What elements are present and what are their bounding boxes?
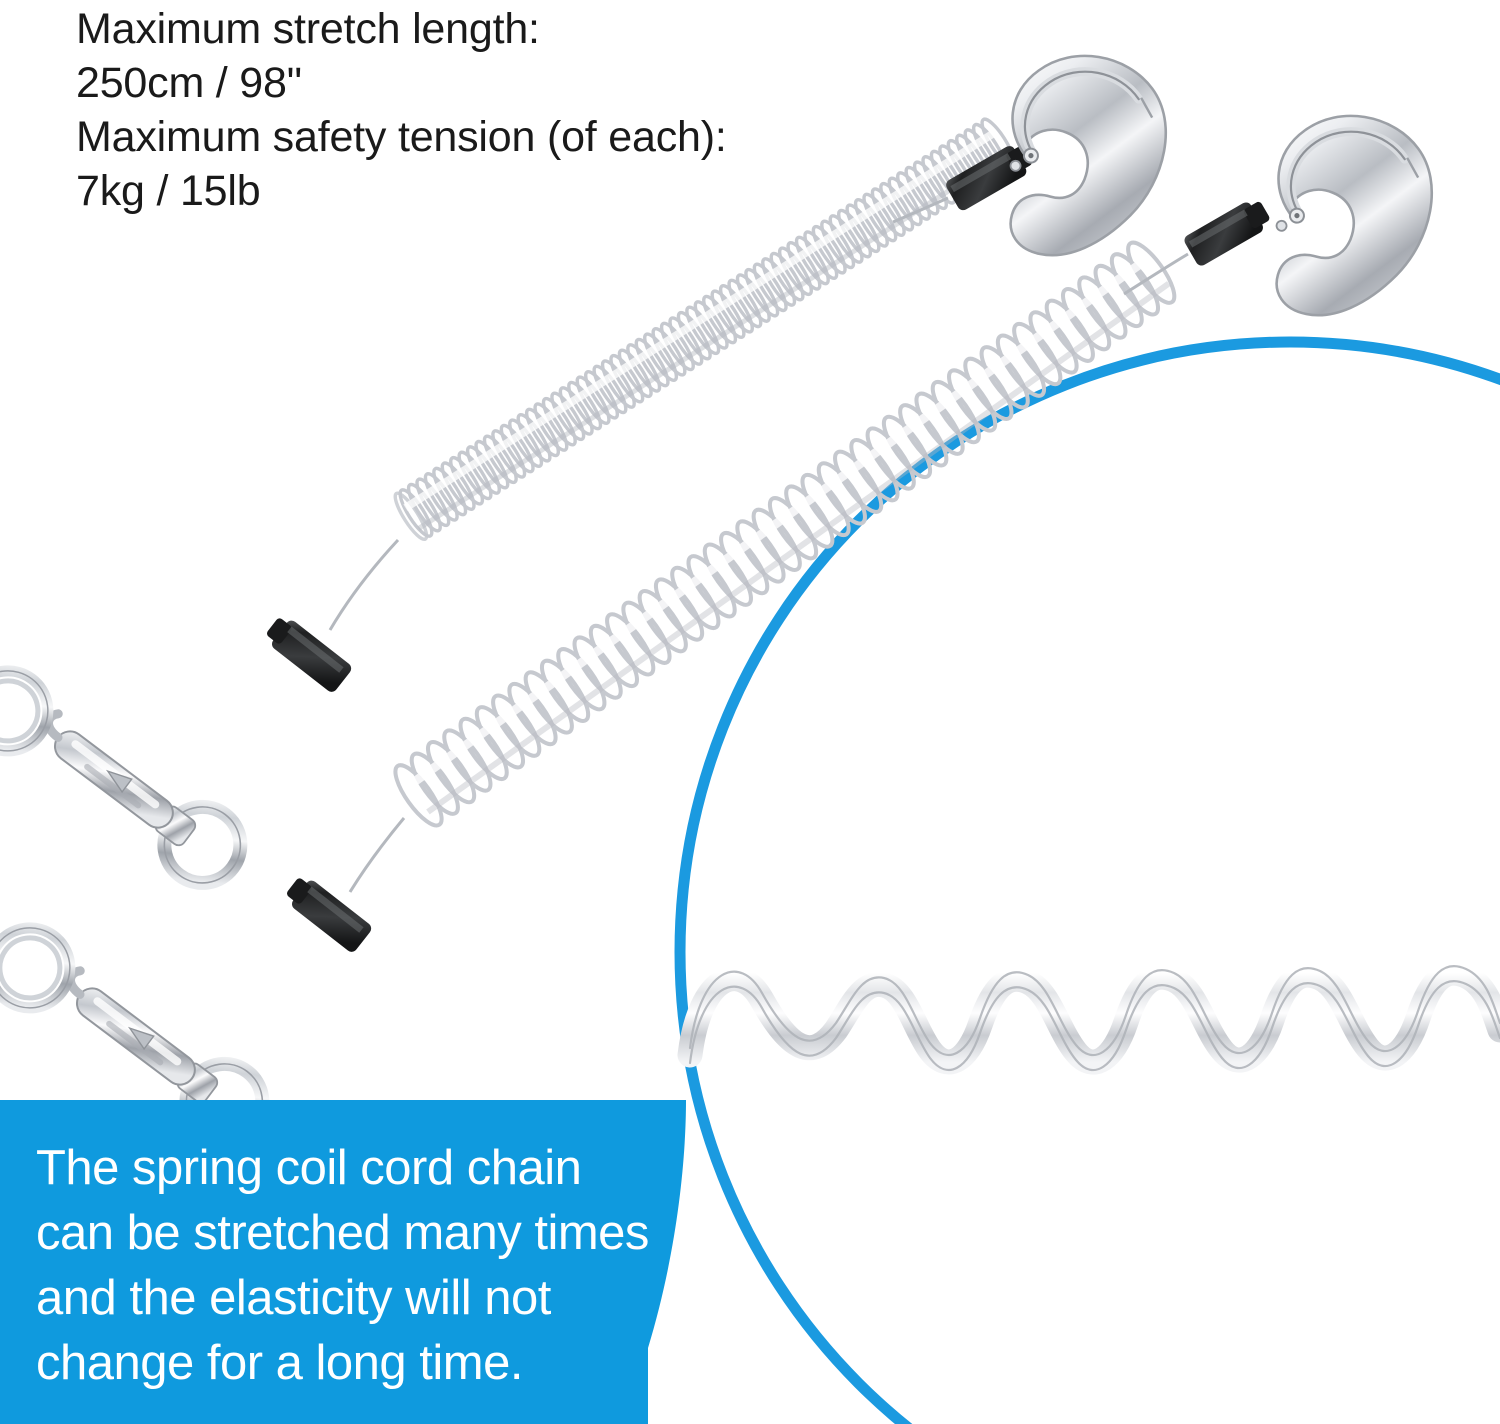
wire-left-bottom [328, 538, 400, 631]
caption-line-3: and the elasticity will not [36, 1271, 551, 1325]
caption-line-1: The spring coil cord chain [36, 1141, 582, 1195]
spec-line-stretch-value: 250cm / 98" [76, 59, 302, 107]
caption-box-background [0, 1100, 686, 1424]
crimp-sleeve-left-bottom [267, 618, 352, 692]
caption-line-4: change for a long time. [36, 1336, 523, 1390]
lanyard-right [0, 114, 1434, 1147]
bolt-snap-right [66, 966, 196, 1086]
bolt-snap-left [44, 709, 174, 829]
carabiner-hook-left [1009, 54, 1168, 257]
coil-cord-right [393, 240, 1177, 828]
spec-line-tension-label: Maximum safety tension (of each): [76, 113, 727, 161]
carabiner-hook-right [1275, 114, 1434, 317]
magnified-coil-detail [677, 960, 1500, 1075]
caption-line-2: can be stretched many times [36, 1206, 649, 1260]
clasp-assembly-left [0, 665, 248, 890]
spec-line-stretch-label: Maximum stretch length: [76, 5, 540, 53]
wire-right-bottom [348, 817, 406, 893]
magnifier-circle [674, 336, 1500, 1424]
wire-left-top [892, 196, 949, 224]
caption-box: The spring coil cord chain can be stretc… [0, 1100, 700, 1424]
crimp-sleeve-right-bottom [287, 878, 372, 952]
spec-line-tension-value: 7kg / 15lb [76, 167, 261, 215]
lanyard-left [0, 54, 1168, 890]
split-key-ring-left [0, 665, 54, 757]
specification-text: Maximum stretch length: 250cm / 98" Maxi… [76, 2, 836, 218]
crimp-sleeve-right-top [1184, 201, 1270, 266]
wire-right-top [1123, 252, 1189, 296]
split-key-ring-right [0, 922, 76, 1014]
coil-cord-left [393, 117, 1016, 542]
caption-text: The spring coil cord chain can be stretc… [36, 1136, 656, 1396]
